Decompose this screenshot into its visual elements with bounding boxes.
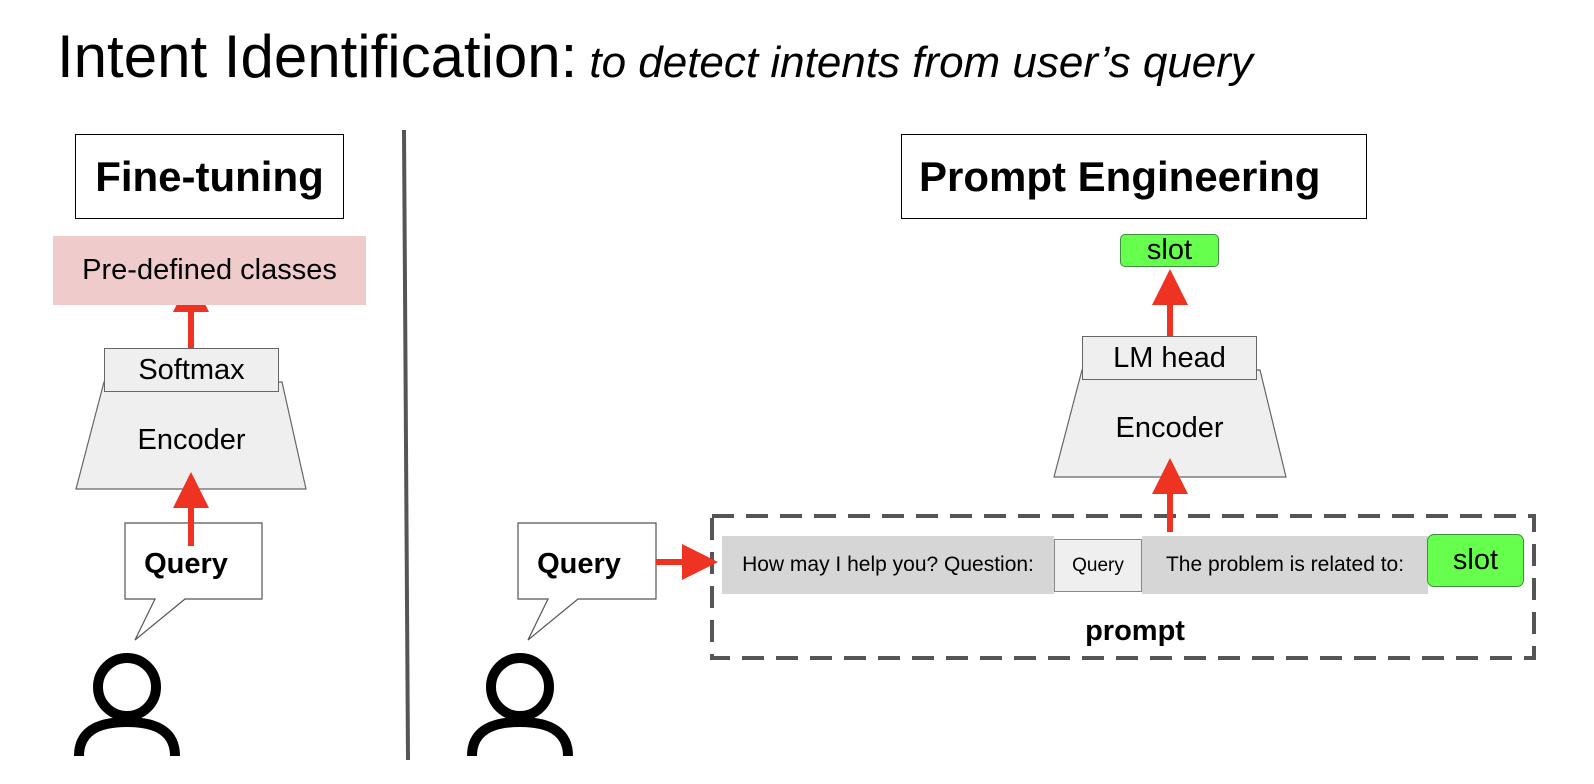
right-encoder-label: Encoder <box>1115 411 1224 444</box>
prompt-query-slot: Query <box>1054 539 1142 592</box>
lm-head-layer: LM head <box>1082 336 1257 380</box>
right-query-label: Query <box>537 547 621 580</box>
prompt-segment-question: How may I help you? Question: <box>722 536 1054 594</box>
prompt-segment-related: The problem is related to: <box>1142 536 1428 594</box>
predefined-classes-box: Pre-defined classes <box>53 236 366 305</box>
title-subtitle: to detect intents from user’s query <box>589 38 1253 87</box>
left-user-icon <box>74 653 180 757</box>
panel-divider <box>402 129 410 761</box>
title-main: Intent Identification: <box>57 23 578 90</box>
prompt-label: prompt <box>1085 614 1185 647</box>
left-encoder-label: Encoder <box>137 423 246 456</box>
prompt-container <box>710 514 1536 660</box>
left-speech-bubble-icon <box>124 522 263 641</box>
softmax-layer: Softmax <box>104 348 279 392</box>
page-title: Intent Identification:to detect intents … <box>57 22 1253 91</box>
prompt-answer-slot: slot <box>1427 534 1524 587</box>
right-user-icon <box>467 653 573 757</box>
prompt-engineering-heading: Prompt Engineering <box>901 134 1367 219</box>
right-speech-bubble-icon <box>517 522 657 641</box>
fine-tuning-heading: Fine-tuning <box>75 134 344 219</box>
output-slot: slot <box>1120 234 1219 267</box>
left-query-label: Query <box>144 547 228 580</box>
